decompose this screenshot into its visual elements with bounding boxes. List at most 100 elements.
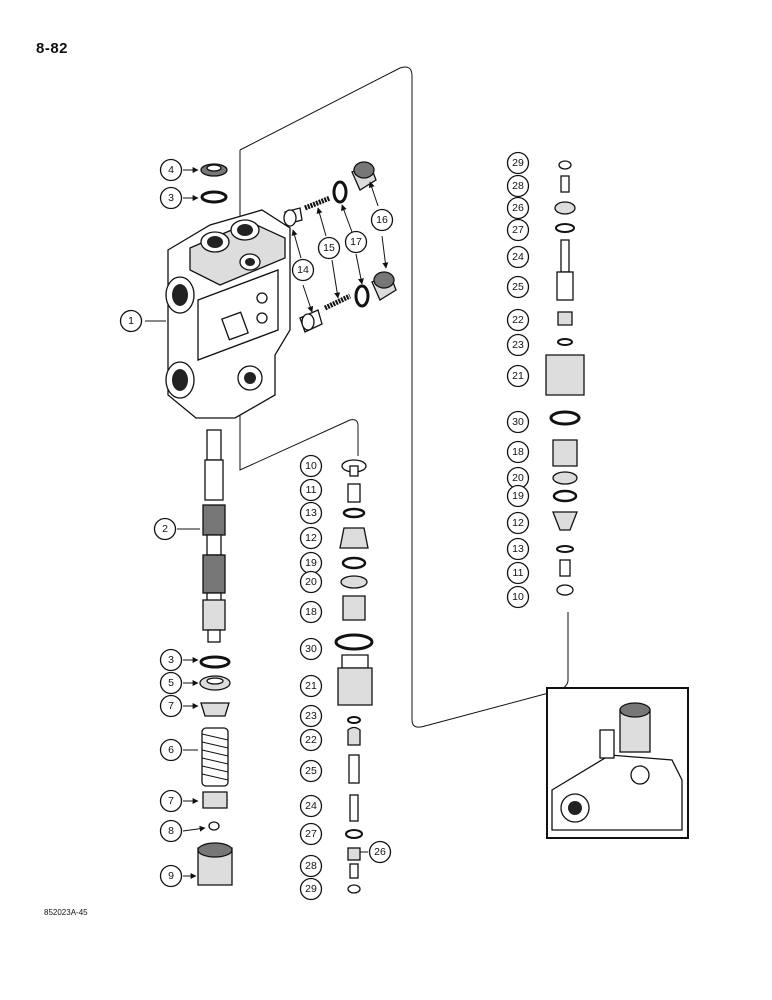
- callout-11: 11: [506, 561, 530, 585]
- callout-24: 24: [506, 245, 530, 269]
- callout-label: 11: [513, 567, 524, 579]
- callout-22: 22: [506, 308, 530, 332]
- callout-label: 21: [305, 680, 317, 692]
- callout-label: 15: [323, 242, 335, 254]
- plug-assembly-upper: [283, 161, 377, 227]
- callout-label: 28: [512, 180, 524, 192]
- callout-19: 19: [506, 484, 530, 508]
- figure-code: 852023A-45: [44, 908, 88, 917]
- callout-label: 4: [168, 164, 174, 176]
- callout-27: 27: [299, 822, 323, 846]
- callout-label: 10: [305, 460, 317, 472]
- callout-13: 13: [506, 537, 530, 561]
- callout-label: 14: [297, 264, 309, 276]
- callout-label: 25: [305, 765, 317, 777]
- inset-detail-view: [546, 687, 689, 839]
- callout-11: 11: [299, 478, 323, 502]
- page-number: 8-82: [36, 40, 69, 57]
- callout-label: 7: [168, 795, 174, 807]
- callout-22: 22: [299, 728, 323, 752]
- callout-30: 30: [506, 410, 530, 434]
- o-ring-part-3b: [199, 655, 231, 669]
- spring-part-6: [201, 727, 229, 787]
- callout-label: 30: [512, 416, 524, 428]
- callout-25: 25: [299, 759, 323, 783]
- callout-label: 3: [168, 654, 174, 666]
- callout-leaders: [145, 167, 389, 879]
- callout-label: 3: [168, 192, 174, 204]
- callout-24: 24: [299, 794, 323, 818]
- callout-6: 6: [159, 738, 183, 762]
- callout-label: 27: [512, 224, 524, 236]
- callout-10: 10: [506, 585, 530, 609]
- callout-label: 20: [305, 576, 317, 588]
- callout-label: 30: [305, 643, 317, 655]
- callout-26: 26: [368, 840, 392, 864]
- relief-valve-stack-center: [334, 459, 374, 894]
- callout-13: 13: [299, 501, 323, 525]
- callout-9: 9: [159, 864, 183, 888]
- callout-label: 23: [512, 339, 524, 351]
- callout-7: 7: [159, 694, 183, 718]
- callout-label: 27: [305, 828, 317, 840]
- assembly-group-outline: [239, 66, 569, 728]
- callout-label: 22: [512, 314, 524, 326]
- callout-label: 13: [305, 507, 317, 519]
- callout-5: 5: [159, 671, 183, 695]
- callout-12: 12: [299, 526, 323, 550]
- callout-18: 18: [299, 600, 323, 624]
- callout-17: 17: [344, 230, 368, 254]
- callout-14: 14: [291, 258, 315, 282]
- callout-label: 29: [305, 883, 317, 895]
- callout-label: 23: [305, 710, 317, 722]
- callout-label: 29: [512, 157, 524, 169]
- callout-12: 12: [506, 511, 530, 535]
- callout-label: 8: [168, 825, 174, 837]
- callout-21: 21: [299, 674, 323, 698]
- callout-label: 6: [168, 744, 174, 756]
- callout-1: 1: [119, 309, 143, 333]
- callout-label: 17: [350, 236, 362, 248]
- callout-label: 21: [512, 370, 524, 382]
- callout-15: 15: [317, 236, 341, 260]
- callout-3: 3: [159, 648, 183, 672]
- callout-26: 26: [506, 196, 530, 220]
- callout-4: 4: [159, 158, 183, 182]
- callout-30: 30: [299, 637, 323, 661]
- callout-2: 2: [153, 517, 177, 541]
- washer-part-8: [208, 821, 220, 831]
- callout-label: 18: [305, 606, 317, 618]
- callout-29: 29: [506, 151, 530, 175]
- spool-part: [202, 429, 226, 643]
- callout-label: 1: [128, 315, 134, 327]
- valve-body-part: [165, 209, 291, 419]
- callout-label: 24: [512, 251, 524, 263]
- callout-label: 26: [374, 846, 386, 858]
- callout-label: 9: [168, 870, 174, 882]
- callout-16: 16: [370, 208, 394, 232]
- callout-28: 28: [299, 854, 323, 878]
- callout-label: 12: [305, 532, 317, 544]
- callout-label: 5: [168, 677, 174, 689]
- callout-label: 19: [305, 557, 317, 569]
- callout-25: 25: [506, 275, 530, 299]
- callout-19: 19: [299, 551, 323, 575]
- callout-label: 19: [512, 490, 524, 502]
- callout-label: 11: [306, 484, 317, 496]
- plug-assembly-lower: [299, 271, 397, 333]
- callout-label: 28: [305, 860, 317, 872]
- callout-18: 18: [506, 440, 530, 464]
- callout-20: 20: [506, 466, 530, 490]
- callout-27: 27: [506, 218, 530, 242]
- callout-label: 12: [512, 517, 524, 529]
- callout-3: 3: [159, 186, 183, 210]
- callout-20: 20: [299, 570, 323, 594]
- callout-23: 23: [299, 704, 323, 728]
- callout-7: 7: [159, 789, 183, 813]
- callout-28: 28: [506, 174, 530, 198]
- callout-label: 22: [305, 734, 317, 746]
- callout-label: 24: [305, 800, 317, 812]
- callout-21: 21: [506, 364, 530, 388]
